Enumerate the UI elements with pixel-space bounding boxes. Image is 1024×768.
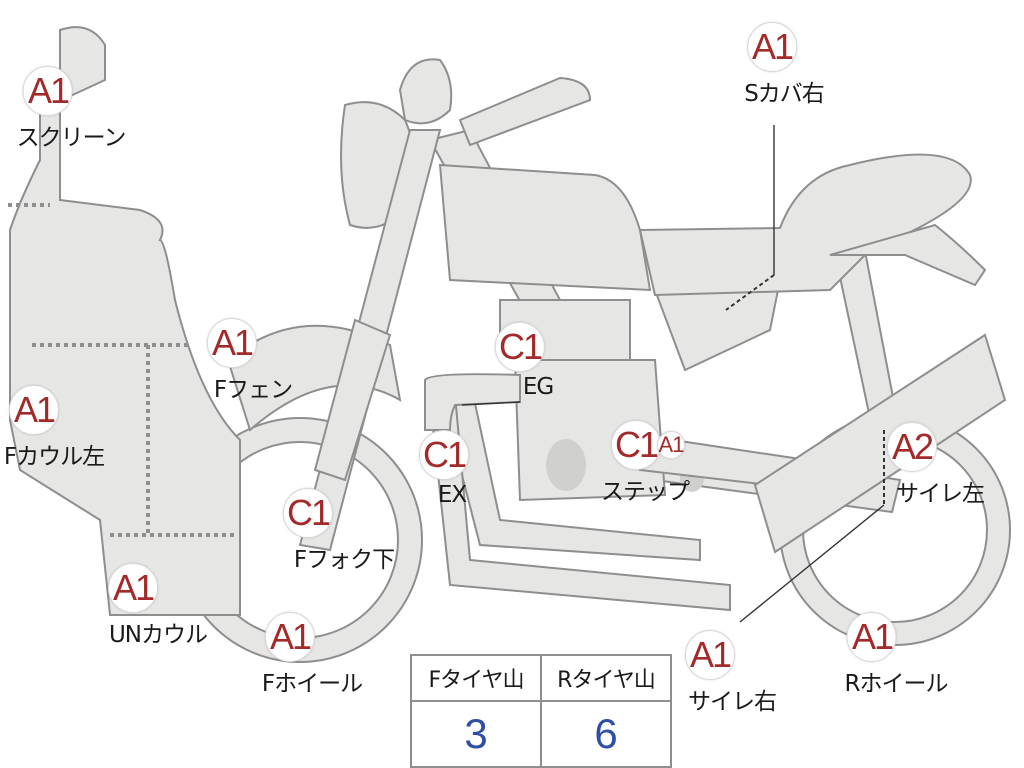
grade-badge-secondary: A1 bbox=[657, 431, 685, 459]
callout-side-cover-right: A1 Sカバ右 bbox=[720, 22, 825, 108]
grade-badge: A1 bbox=[746, 22, 797, 72]
callout-silencer-left: A2 サイレ左 bbox=[840, 422, 985, 508]
grade-badge: A1 bbox=[107, 563, 158, 613]
part-label: EX bbox=[437, 482, 467, 508]
callout-f-fender: A1 Fフェン bbox=[172, 318, 293, 404]
mirror-shape bbox=[398, 58, 453, 125]
part-label: UNカウル bbox=[108, 622, 208, 648]
grade-badge: A1 bbox=[846, 612, 897, 662]
callout-f-wheel: A1 Fホイール bbox=[218, 612, 363, 698]
tire-tread-table: Fタイヤ山 Rタイヤ山 3 6 bbox=[410, 654, 672, 768]
part-label: ステップ bbox=[601, 479, 690, 505]
fuel-tank-shape bbox=[438, 163, 652, 292]
callout-silencer-right: A1 サイレ右 bbox=[644, 630, 777, 716]
front-tread-header: Fタイヤ山 bbox=[410, 654, 542, 702]
part-label: Rホイール bbox=[844, 671, 949, 697]
grade-badge: A2 bbox=[887, 422, 937, 472]
table-value-row: 3 6 bbox=[410, 700, 672, 768]
seat-shape bbox=[638, 153, 972, 297]
callout-f-fork-lower: C1 Fフォク下 bbox=[222, 488, 395, 574]
part-label: サイレ左 bbox=[896, 481, 985, 507]
grade-badge: C1 bbox=[611, 420, 661, 470]
part-label: サイレ右 bbox=[688, 689, 777, 715]
handlebar-shape bbox=[458, 76, 592, 147]
part-label: Fフェン bbox=[213, 377, 293, 403]
part-label: Fカウル左 bbox=[3, 444, 105, 470]
part-label: Fフォク下 bbox=[293, 547, 395, 573]
grade-badge: A1 bbox=[264, 612, 315, 662]
callout-f-cowl-left: A1 Fカウル左 bbox=[0, 385, 105, 471]
callout-engine: C1 EG bbox=[487, 322, 554, 400]
part-label: スクリーン bbox=[16, 125, 127, 151]
grade-badge: C1 bbox=[282, 488, 333, 538]
table-header-row: Fタイヤ山 Rタイヤ山 bbox=[410, 654, 672, 702]
callout-step: C1 A1 ステップ bbox=[601, 420, 690, 506]
front-tread-value: 3 bbox=[410, 700, 542, 768]
grade-badge: A1 bbox=[22, 66, 73, 116]
grade-badge: A1 bbox=[8, 385, 59, 435]
callout-r-wheel: A1 Rホイール bbox=[797, 612, 948, 698]
callout-un-cowl: A1 UNカウル bbox=[59, 563, 208, 649]
part-label: EG bbox=[522, 374, 554, 400]
grade-badge-group: C1 A1 bbox=[611, 420, 685, 470]
part-label: Fホイール bbox=[261, 671, 363, 697]
silencer-shape bbox=[753, 333, 1007, 554]
rear-tread-value: 6 bbox=[540, 700, 672, 768]
grade-badge: A1 bbox=[685, 630, 735, 680]
rear-tread-header: Rタイヤ山 bbox=[540, 654, 672, 702]
fairing-shape bbox=[8, 26, 241, 616]
part-label: Sカバ右 bbox=[744, 81, 825, 107]
grade-badge: C1 bbox=[494, 322, 545, 372]
grade-badge: C1 bbox=[419, 430, 469, 480]
callout-screen: A1 スクリーン bbox=[0, 66, 127, 152]
callout-exhaust: C1 EX bbox=[419, 430, 469, 508]
grade-badge: A1 bbox=[206, 318, 257, 368]
